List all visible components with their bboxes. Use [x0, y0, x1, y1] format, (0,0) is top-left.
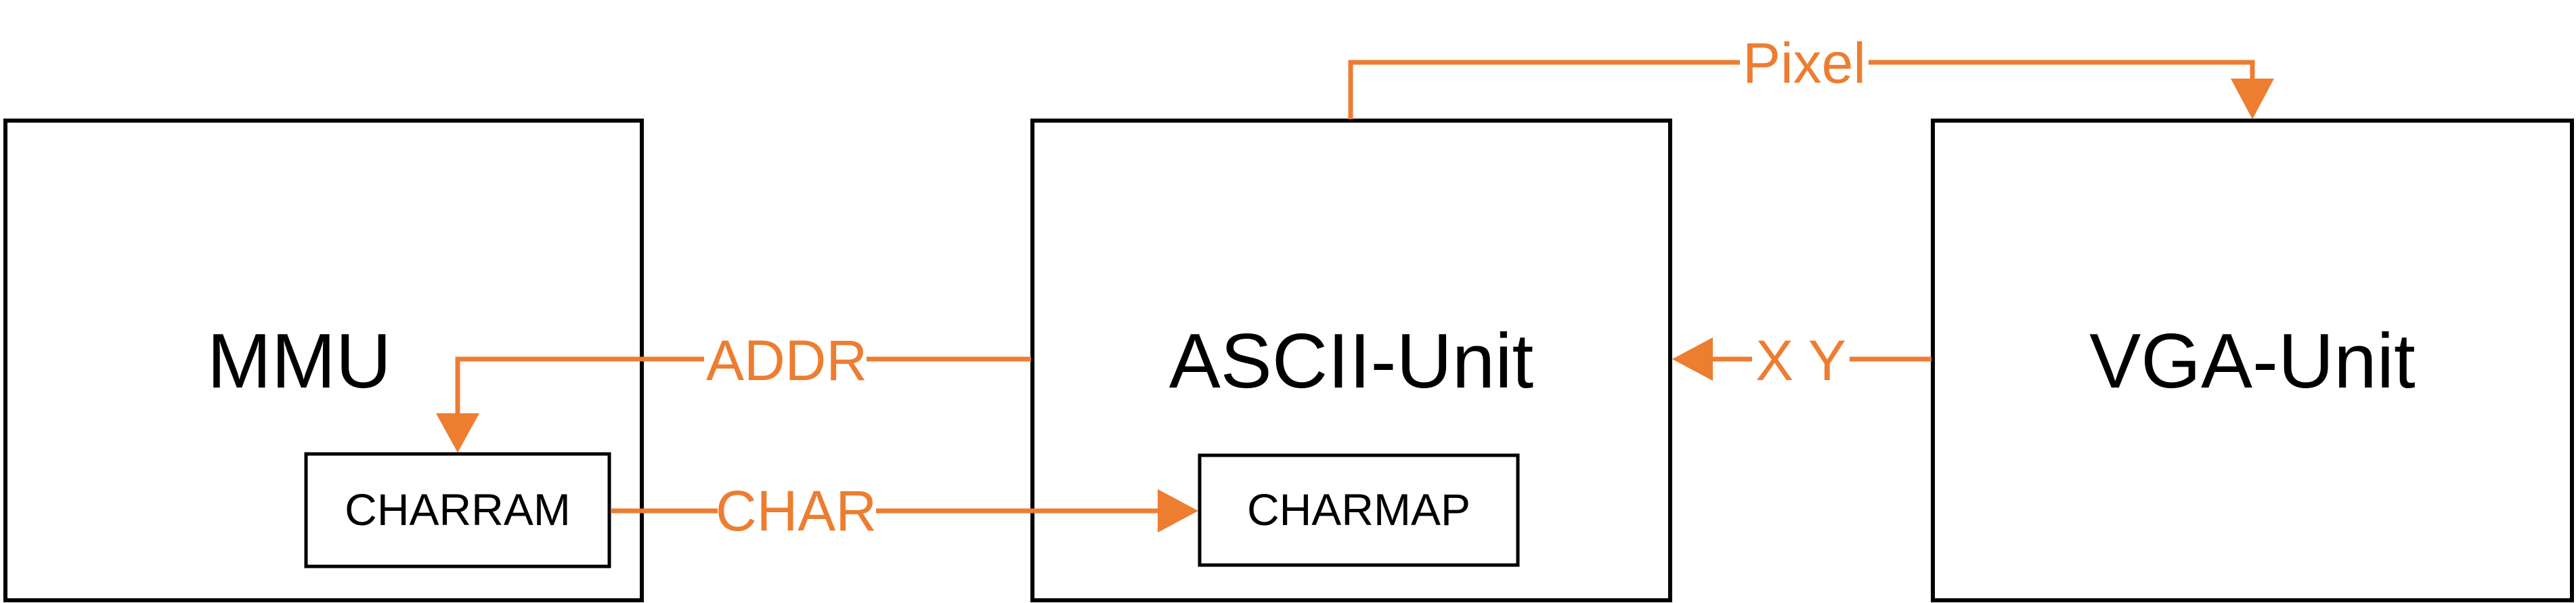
signal-char: CHAR: [611, 479, 1198, 543]
charram-label: CHARRAM: [345, 484, 571, 535]
addr-arrowhead: [436, 413, 479, 453]
charram-box: [304, 452, 611, 568]
pixel-label: Pixel: [1743, 31, 1866, 95]
charmap-box: [1198, 453, 1520, 567]
charmap-label: CHARMAP: [1247, 484, 1470, 535]
addr-line-left: [455, 356, 704, 415]
vga-unit-box: [1931, 119, 2574, 602]
ascii-unit-label: ASCII-Unit: [1169, 318, 1533, 404]
char-arrowhead: [1158, 489, 1198, 533]
addr-label: ADDR: [706, 329, 867, 392]
pixel-line-right: [1869, 60, 2255, 80]
signal-xy: X Y: [1672, 329, 1931, 392]
signal-addr: ADDR: [436, 329, 1031, 453]
signal-pixel: Pixel: [1348, 31, 2274, 119]
vga-unit-block: VGA-Unit: [1931, 119, 2574, 602]
xy-label: X Y: [1755, 329, 1846, 392]
xy-arrowhead: [1672, 337, 1713, 381]
mmu-block: MMU CHARRAM: [3, 119, 644, 602]
ascii-unit-box: [1030, 119, 1672, 602]
vga-unit-label: VGA-Unit: [2089, 318, 2415, 404]
pixel-arrowhead: [2231, 79, 2274, 119]
mmu-label: MMU: [207, 318, 391, 404]
pixel-line: [1348, 60, 1740, 119]
char-label: CHAR: [716, 479, 877, 543]
ascii-unit-block: ASCII-Unit CHARMAP: [1030, 119, 1672, 602]
